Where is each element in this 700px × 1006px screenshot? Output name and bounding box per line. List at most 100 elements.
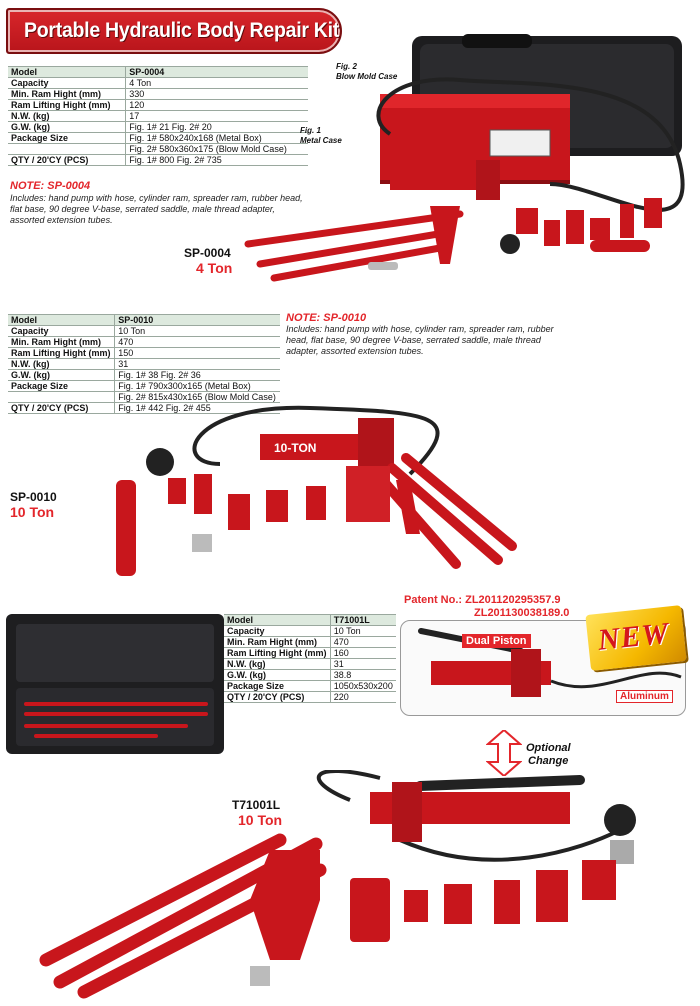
hydraulic-hose (376, 77, 685, 212)
fig1-number: Fig. 1 (300, 126, 321, 135)
spec-key: QTY / 20'CY (PCS) (8, 154, 127, 166)
table-row: QTY / 20'CY (PCS)220 (224, 691, 396, 703)
spec-key (8, 391, 116, 403)
sp-0010-kit-illustration: 10-TON (116, 405, 517, 576)
fig1-label: Fig. 1 Metal Case (300, 126, 342, 146)
spec-value: 330 (125, 88, 308, 100)
fig1-caption: Metal Case (300, 136, 342, 145)
spec-value: 160 (330, 647, 396, 659)
spec-value: 120 (125, 99, 308, 111)
title-banner: Portable Hydraulic Body Repair Kit (6, 8, 342, 54)
aluminum-label: Aluminum (616, 690, 673, 703)
spec-key: Capacity (8, 77, 127, 89)
model-label-t71001l: T71001L (232, 798, 281, 812)
table-row: QTY / 20'CY (PCS)Fig. 1# 800 Fig. 2# 735 (8, 154, 308, 166)
spec-key: G.W. (kg) (8, 369, 116, 381)
spec-key: Min. Ram Hight (mm) (8, 88, 127, 100)
spec-value: Fig. 1# 800 Fig. 2# 735 (125, 154, 308, 166)
spec-key: QTY / 20'CY (PCS) (224, 691, 331, 703)
spec-value: 470 (330, 636, 396, 648)
attachments (116, 448, 420, 576)
spec-value: Fig. 1# 790x300x165 (Metal Box) (114, 380, 280, 392)
table-row: Ram Lifting Hight (mm)160 (224, 647, 396, 659)
hydraulic-hose (192, 405, 440, 476)
table-row: Min. Ram Hight (mm)470 (8, 336, 280, 348)
spec-value: 220 (330, 691, 396, 703)
spec-value: T71001L (330, 614, 396, 626)
ton-label-sp-0004: 4 Ton (196, 260, 233, 276)
spec-key: QTY / 20'CY (PCS) (8, 402, 116, 414)
table-row: Min. Ram Hight (mm)470 (224, 636, 396, 648)
optional-change-label: Optional Change (526, 742, 571, 768)
table-row: Ram Lifting Hight (mm)120 (8, 99, 308, 111)
table-row: G.W. (kg)38.8 (224, 669, 396, 681)
new-badge-text: NEW (596, 616, 671, 657)
spec-value: 10 Ton (330, 625, 396, 637)
note-body-sp-0004: Includes: hand pump with hose, cylinder … (10, 193, 303, 225)
spec-value: 1050x530x200 (330, 680, 396, 692)
t71001l-kit-illustration (39, 770, 636, 999)
spec-key: Ram Lifting Hight (mm) (8, 99, 127, 111)
model-label-sp-0010: SP-0010 (10, 490, 57, 504)
spec-key: G.W. (kg) (224, 669, 331, 681)
patent-numbers: Patent No.: ZL201120295357.9 ZL201130038… (404, 594, 569, 620)
new-badge: NEW (585, 605, 687, 671)
spec-value: 31 (330, 658, 396, 670)
patent-number-2: ZL201130038189.0 (474, 607, 570, 619)
table-row: Fig. 2# 815x430x165 (Blow Mold Case) (8, 391, 280, 403)
ton-label-t71001l: 10 Ton (238, 812, 283, 828)
spec-key: N.W. (kg) (8, 110, 127, 122)
spec-value: Fig. 1# 38 Fig. 2# 36 (114, 369, 280, 381)
table-row: Min. Ram Hight (mm)330 (8, 88, 308, 100)
table-row: N.W. (kg)31 (224, 658, 396, 670)
dual-piston-label: Dual Piston (462, 634, 531, 648)
optional-change-arrow (486, 730, 522, 776)
spec-key: Capacity (8, 325, 116, 337)
spec-key: Ram Lifting Hight (mm) (224, 647, 331, 659)
optional-word: Optional (526, 742, 571, 754)
spec-key: Min. Ram Hight (mm) (8, 336, 116, 348)
spec-value: Fig. 1# 442 Fig. 2# 455 (114, 402, 280, 414)
spec-value: Fig. 1# 21 Fig. 2# 20 (125, 121, 308, 133)
spec-value: 150 (114, 347, 280, 359)
table-row: G.W. (kg)Fig. 1# 38 Fig. 2# 36 (8, 369, 280, 381)
spec-key: Package Size (8, 380, 116, 392)
hydraulic-hose (316, 770, 621, 862)
model-label-sp-0004: SP-0004 (184, 246, 231, 260)
ton-label-sp-0010: 10 Ton (10, 504, 55, 520)
sp-0004-kit-illustration (244, 34, 685, 282)
spec-key: N.W. (kg) (224, 658, 331, 670)
spec-value: 4 Ton (125, 77, 308, 89)
table-row: G.W. (kg)Fig. 1# 21 Fig. 2# 20 (8, 121, 308, 133)
spec-value: 470 (114, 336, 280, 348)
change-word: Change (528, 755, 569, 767)
spec-key: Min. Ram Hight (mm) (224, 636, 331, 648)
table-row: Fig. 2# 580x360x175 (Blow Mold Case) (8, 143, 308, 155)
table-row: N.W. (kg)17 (8, 110, 308, 122)
note-title-sp-0010: NOTE: SP-0010 (286, 312, 367, 324)
table-row: Ram Lifting Hight (mm)150 (8, 347, 280, 359)
fig2-number: Fig. 2 (336, 62, 357, 71)
table-row: N.W. (kg)31 (8, 358, 280, 370)
spec-value: 38.8 (330, 669, 396, 681)
spec-value: SP-0010 (114, 314, 280, 326)
spec-value: Fig. 2# 580x360x175 (Blow Mold Case) (125, 143, 308, 155)
fig2-label: Fig. 2 Blow Mold Case (336, 62, 397, 82)
attachments (368, 198, 662, 270)
spec-key: N.W. (kg) (8, 358, 116, 370)
spec-value: 17 (125, 110, 308, 122)
spec-key (8, 143, 127, 155)
note-title-sp-0004: NOTE: SP-0004 (10, 180, 91, 192)
fig2-caption: Blow Mold Case (336, 72, 398, 81)
spec-value: Fig. 2# 815x430x165 (Blow Mold Case) (114, 391, 280, 403)
